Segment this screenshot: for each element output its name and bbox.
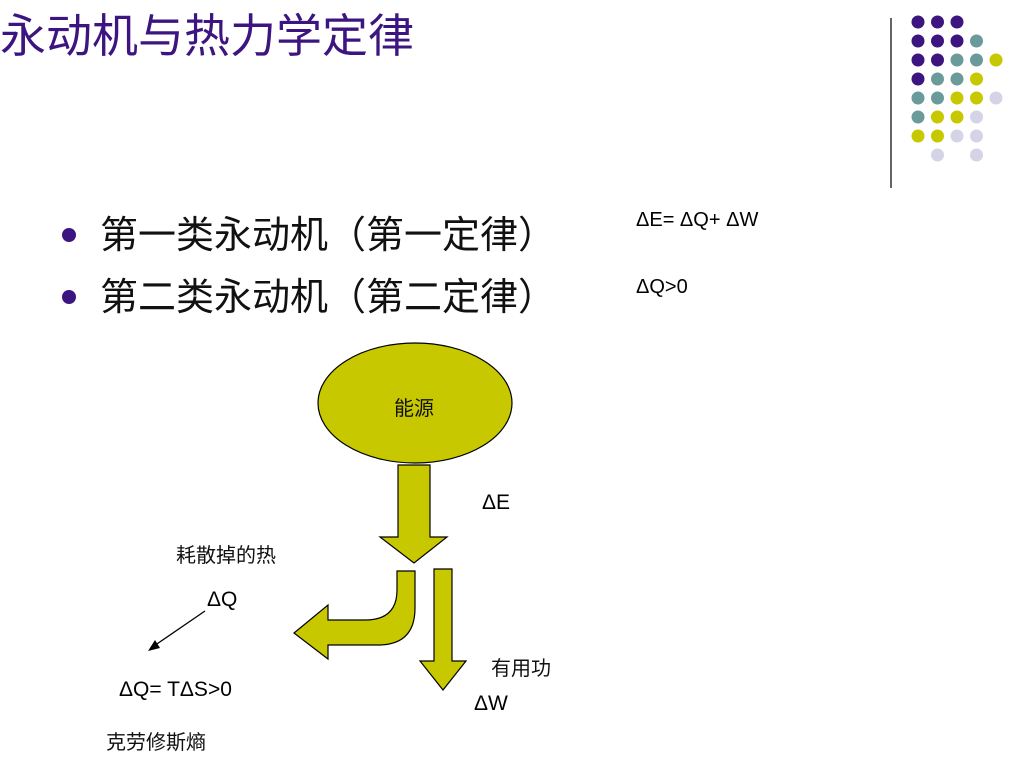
bullet-dot-icon — [62, 227, 76, 242]
delta-w-label: ΔW — [474, 692, 508, 715]
decorative-dot — [931, 15, 944, 29]
decorative-dot — [931, 34, 944, 48]
decorative-dot — [950, 129, 964, 143]
decorative-dot — [950, 91, 964, 105]
slide-title: 永动机与热力学定律 — [0, 9, 414, 63]
bullet-item-second-law: 第二类永动机（第二定律） — [62, 266, 556, 321]
decorative-dot — [931, 129, 944, 143]
decorative-dot — [911, 129, 925, 143]
decorative-dot — [911, 91, 925, 105]
decorative-dot — [989, 53, 1003, 67]
bullet-text: 第二类永动机（第二定律） — [100, 275, 557, 319]
first-law-equation: ΔE= ΔQ+ ΔW — [636, 209, 759, 231]
decorative-dot — [931, 72, 944, 86]
decorative-dot — [970, 72, 983, 86]
decorative-dot — [970, 53, 983, 67]
energy-source-ellipse — [317, 342, 513, 464]
useful-work-arrow — [418, 568, 468, 691]
decorative-dot — [931, 91, 944, 105]
energy-source-label: 能源 — [394, 396, 434, 420]
decorative-dot — [970, 129, 983, 143]
delta-e-label: ΔE — [482, 491, 511, 514]
decorative-dot — [911, 34, 925, 48]
decorative-dot — [911, 110, 925, 124]
heat-entropy-equation: ΔQ= TΔS>0 — [119, 678, 232, 701]
decorative-dot — [970, 148, 983, 162]
decorative-dot — [989, 91, 1003, 105]
delta-q-pointer-arrowhead — [148, 640, 160, 651]
energy-input-arrow — [378, 464, 449, 564]
decorative-dot — [931, 110, 944, 124]
decorative-dot — [970, 91, 983, 105]
delta-q-label: ΔQ — [207, 588, 238, 611]
decorative-dot — [950, 53, 964, 67]
decorative-dot — [950, 72, 964, 86]
decorative-dot — [970, 110, 983, 124]
decorative-dot — [911, 53, 925, 67]
useful-work-label: 有用功 — [491, 656, 551, 680]
decorative-dot — [950, 34, 964, 48]
decorative-dot — [950, 15, 964, 29]
clausius-entropy-label: 克劳修斯熵 — [106, 730, 206, 754]
dissipated-heat-label: 耗散掉的热 — [176, 543, 276, 567]
bullet-text: 第一类永动机（第一定律） — [100, 213, 557, 257]
decorative-dot — [931, 148, 944, 162]
bullet-dot-icon — [62, 289, 76, 304]
decorative-dot — [911, 72, 925, 86]
decorative-dot — [950, 110, 964, 124]
delta-q-pointer-line — [150, 610, 206, 649]
decorative-dot — [911, 15, 925, 29]
decorative-dot — [931, 53, 944, 67]
bullet-item-first-law: 第一类永动机（第一定律） — [62, 204, 556, 259]
decorative-dot — [970, 34, 983, 48]
second-law-equation: ΔQ>0 — [636, 276, 688, 298]
dissipated-heat-arrow — [293, 570, 416, 661]
